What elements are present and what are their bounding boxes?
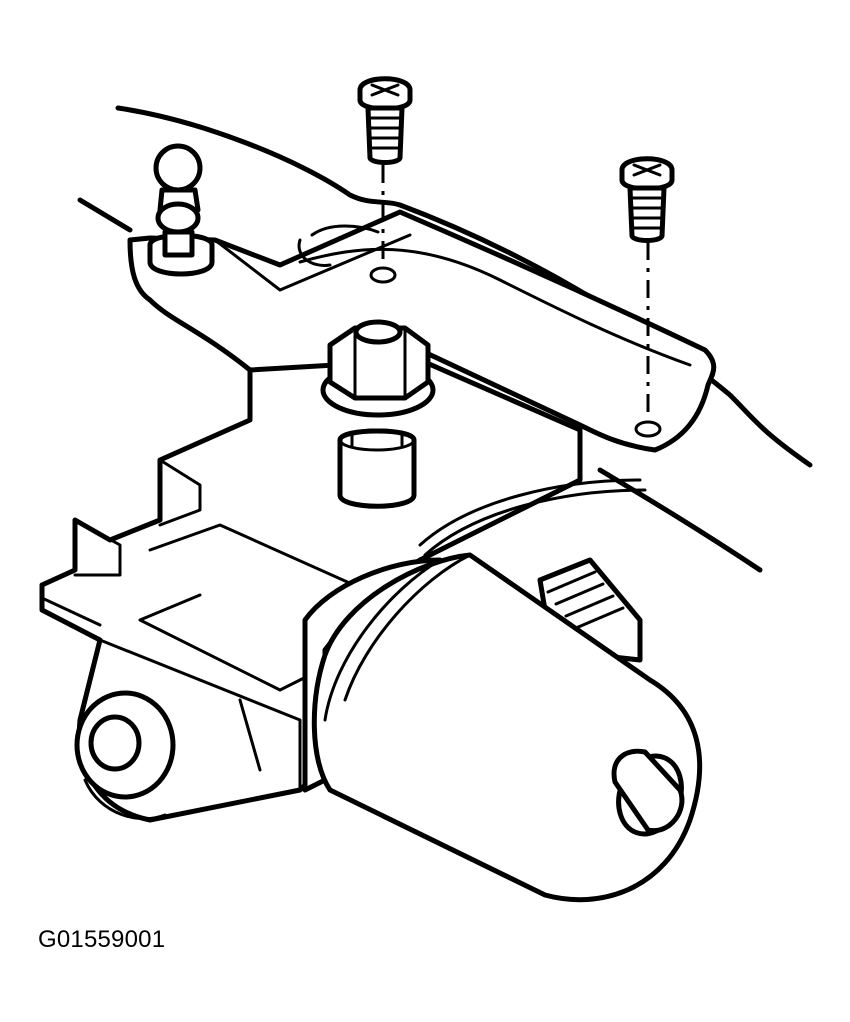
- stud-spacer: [337, 428, 417, 509]
- wiper-motor: [311, 552, 703, 903]
- nut-and-washer: [320, 319, 436, 418]
- mounting-screw-right: [619, 156, 675, 420]
- ball-stud: [147, 143, 215, 277]
- figure-code: G01559001: [38, 926, 166, 953]
- mounting-screw-left: [357, 76, 413, 265]
- panel-bracket: [127, 209, 717, 453]
